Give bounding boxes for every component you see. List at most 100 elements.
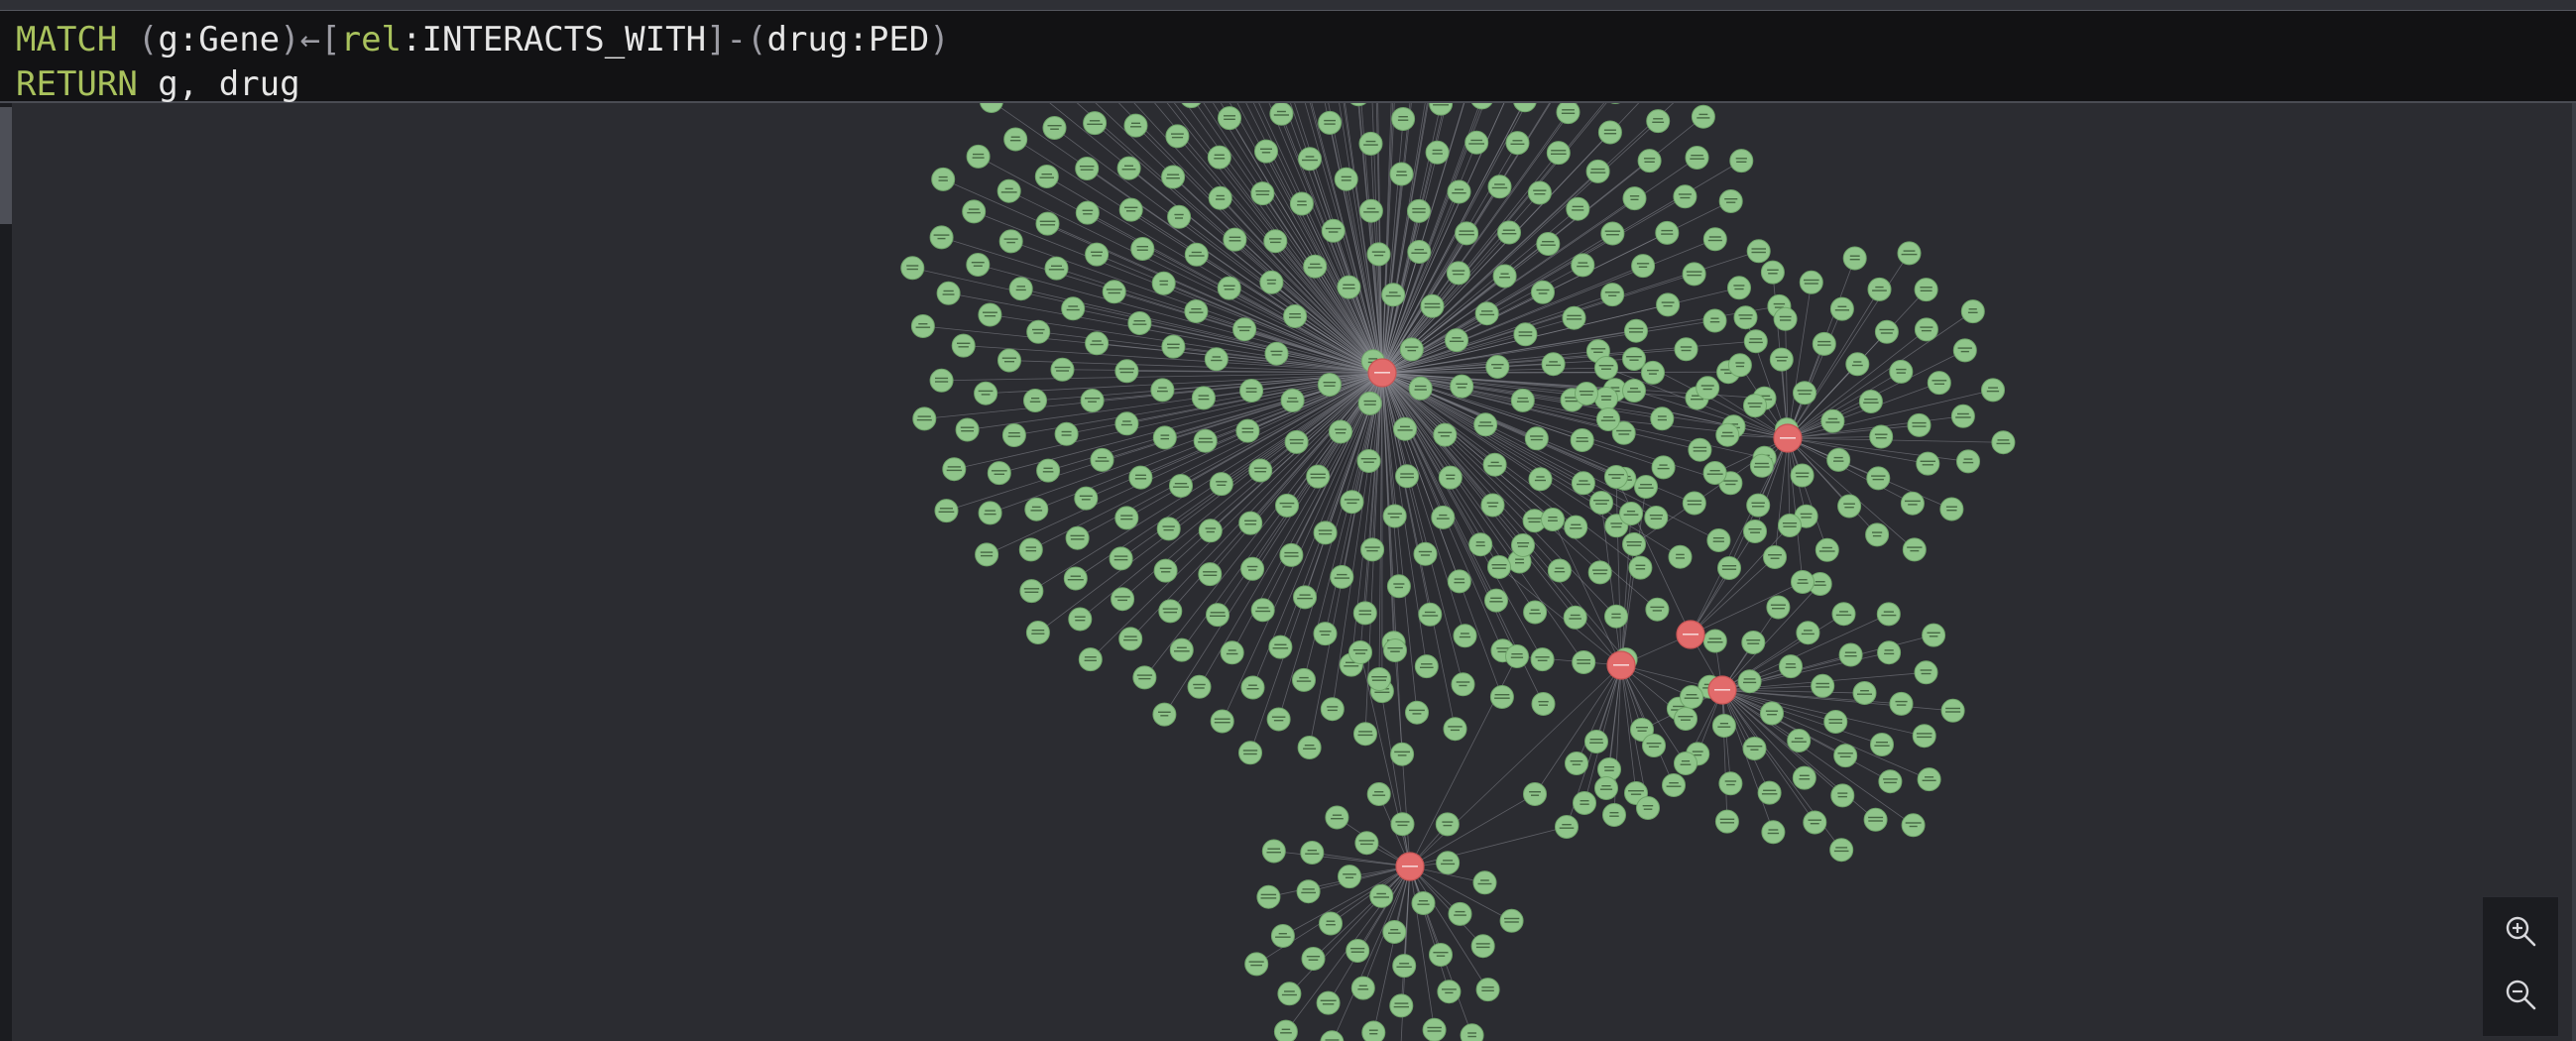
gene-node[interactable] xyxy=(1889,359,1914,384)
gene-node[interactable] xyxy=(1727,276,1751,300)
gene-node[interactable] xyxy=(1922,623,1946,647)
gene-node[interactable] xyxy=(1867,277,1892,301)
gene-node[interactable] xyxy=(1277,982,1302,1006)
gene-node[interactable] xyxy=(1541,352,1566,377)
gene-node[interactable] xyxy=(1829,838,1854,863)
gene-node[interactable] xyxy=(1611,420,1636,445)
gene-node[interactable] xyxy=(1240,556,1265,581)
gene-node[interactable] xyxy=(1630,718,1654,742)
gene-node[interactable] xyxy=(1132,665,1157,690)
gene-node[interactable] xyxy=(1003,127,1028,152)
gene-node[interactable] xyxy=(1390,742,1415,766)
gene-node[interactable] xyxy=(1399,337,1424,362)
gene-node[interactable] xyxy=(1450,374,1474,399)
gene-node[interactable] xyxy=(1367,667,1391,691)
gene-node[interactable] xyxy=(1584,730,1608,753)
gene-node[interactable] xyxy=(1085,242,1110,267)
gene-node[interactable] xyxy=(1823,710,1848,734)
gene-node[interactable] xyxy=(1631,254,1656,279)
gene-node[interactable] xyxy=(974,381,998,405)
gene-node[interactable] xyxy=(1702,227,1727,252)
gene-node[interactable] xyxy=(1743,329,1768,354)
gene-node[interactable] xyxy=(1757,780,1782,805)
gene-node[interactable] xyxy=(1078,647,1103,672)
gene-node[interactable] xyxy=(1646,109,1671,134)
gene-node[interactable] xyxy=(1420,293,1445,318)
gene-node[interactable] xyxy=(1413,541,1438,566)
gene-node[interactable] xyxy=(1443,717,1467,742)
gene-node[interactable] xyxy=(1217,276,1241,300)
gene-node[interactable] xyxy=(1760,260,1785,285)
gene-node[interactable] xyxy=(1050,357,1075,382)
gene-node[interactable] xyxy=(1523,782,1547,806)
gene-node[interactable] xyxy=(912,406,937,431)
gene-node[interactable] xyxy=(1392,954,1417,979)
gene-node[interactable] xyxy=(1546,141,1571,166)
gene-node[interactable] xyxy=(1480,493,1505,518)
gene-node[interactable] xyxy=(1206,603,1229,628)
gene-node[interactable] xyxy=(1114,359,1139,384)
gene-node[interactable] xyxy=(1531,280,1555,304)
gene-node[interactable] xyxy=(1585,159,1610,183)
gene-node[interactable] xyxy=(1662,773,1686,797)
gene-node[interactable] xyxy=(1866,466,1891,491)
gene-node[interactable] xyxy=(1505,131,1530,156)
gene-node[interactable] xyxy=(1254,139,1278,164)
gene-node[interactable] xyxy=(929,368,954,393)
gene-node[interactable] xyxy=(1530,647,1555,672)
gene-node[interactable] xyxy=(1198,562,1223,587)
gene-node[interactable] xyxy=(1320,697,1345,722)
gene-node[interactable] xyxy=(1628,555,1653,580)
gene-node[interactable] xyxy=(1232,317,1257,342)
gene-node[interactable] xyxy=(1531,692,1556,716)
gene-node[interactable] xyxy=(1451,672,1475,697)
gene-node[interactable] xyxy=(1644,506,1669,529)
gene-node[interactable] xyxy=(1293,585,1317,610)
gene-node[interactable] xyxy=(1080,389,1105,412)
gene-node[interactable] xyxy=(1361,1020,1386,1041)
gene-node[interactable] xyxy=(1497,220,1521,245)
gene-node[interactable] xyxy=(1395,464,1419,489)
gene-node[interactable] xyxy=(1796,621,1820,645)
gene-node[interactable] xyxy=(1870,733,1894,756)
gene-node[interactable] xyxy=(1300,841,1325,865)
gene-node[interactable] xyxy=(1815,537,1839,562)
gene-node[interactable] xyxy=(1766,595,1791,620)
gene-node[interactable] xyxy=(1269,103,1294,126)
gene-node[interactable] xyxy=(1473,412,1498,437)
gene-node[interactable] xyxy=(1152,425,1177,450)
gene-node[interactable] xyxy=(1354,831,1379,856)
gene-node[interactable] xyxy=(1956,449,1980,474)
gene-node[interactable] xyxy=(1238,741,1262,765)
gene-node[interactable] xyxy=(1348,640,1372,664)
gene-node[interactable] xyxy=(1318,110,1343,135)
gene-node[interactable] xyxy=(1250,598,1275,623)
gene-node[interactable] xyxy=(1826,447,1851,472)
gene-node[interactable] xyxy=(1184,299,1209,323)
gene-node[interactable] xyxy=(1760,701,1784,726)
gene-node[interactable] xyxy=(1068,607,1093,632)
gene-node[interactable] xyxy=(1284,429,1309,454)
gene-node[interactable] xyxy=(1244,952,1269,977)
gene-node[interactable] xyxy=(1109,546,1133,571)
gene-node[interactable] xyxy=(1063,566,1088,591)
gene-node[interactable] xyxy=(1044,256,1069,281)
gene-node[interactable] xyxy=(1485,355,1510,379)
gene-node[interactable] xyxy=(1793,381,1816,405)
gene-node[interactable] xyxy=(951,333,976,358)
gene-node[interactable] xyxy=(1484,588,1508,613)
gene-node[interactable] xyxy=(1169,474,1193,498)
gene-node[interactable] xyxy=(1790,463,1815,488)
gene-node[interactable] xyxy=(1900,491,1925,516)
gene-node[interactable] xyxy=(1792,765,1816,790)
gene-node[interactable] xyxy=(1570,428,1594,452)
gene-node[interactable] xyxy=(1505,644,1529,668)
gene-node[interactable] xyxy=(1158,599,1183,624)
gene-node[interactable] xyxy=(1111,587,1135,612)
gene-node[interactable] xyxy=(1594,776,1618,800)
gene-node[interactable] xyxy=(1320,1030,1345,1041)
gene-node[interactable] xyxy=(1061,296,1086,321)
gene-node[interactable] xyxy=(1487,555,1511,579)
gene-node[interactable] xyxy=(1019,579,1044,604)
gene-node[interactable] xyxy=(1622,379,1646,403)
